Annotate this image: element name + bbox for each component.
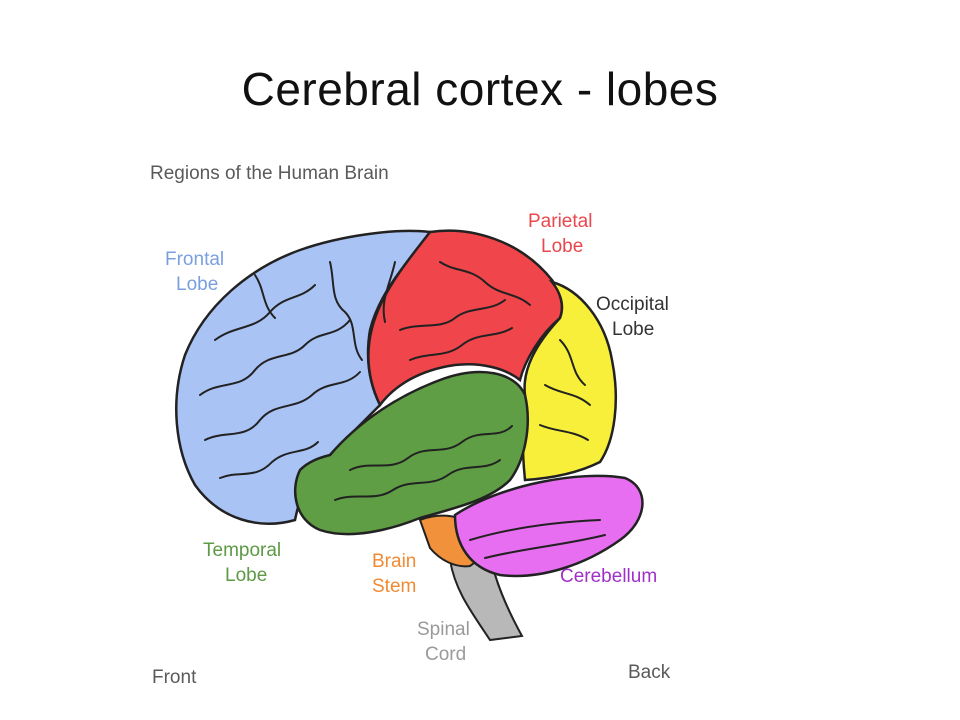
frontal-lobe-label-2: Lobe xyxy=(176,274,218,295)
temporal-lobe-label-1: Temporal xyxy=(203,540,281,561)
front-label: Front xyxy=(152,667,197,688)
diagram-heading: Regions of the Human Brain xyxy=(150,163,389,184)
gyri-lines xyxy=(199,261,606,559)
spinal-cord-label-2: Cord xyxy=(425,644,466,665)
parietal-lobe-label-1: Parietal xyxy=(528,211,592,232)
temporal-lobe-region xyxy=(293,370,529,536)
parietal-lobe-label-2: Lobe xyxy=(541,236,583,257)
parietal-lobe-region xyxy=(367,229,564,408)
frontal-lobe-label-1: Frontal xyxy=(165,249,224,270)
occipital-lobe-label-2: Lobe xyxy=(612,319,654,340)
occipital-lobe-label-1: Occipital xyxy=(596,294,669,315)
slide-title: Cerebral cortex - lobes xyxy=(241,63,719,115)
cerebellum-region xyxy=(453,474,644,578)
cerebellum-label: Cerebellum xyxy=(560,566,657,587)
back-label: Back xyxy=(628,662,671,683)
temporal-lobe-label-2: Lobe xyxy=(225,565,267,586)
brain-stem-label-2: Stem xyxy=(372,576,416,597)
spinal-cord-label-1: Spinal xyxy=(417,619,470,640)
brain-stem-label-1: Brain xyxy=(372,551,416,572)
occipital-lobe-region xyxy=(521,279,617,482)
